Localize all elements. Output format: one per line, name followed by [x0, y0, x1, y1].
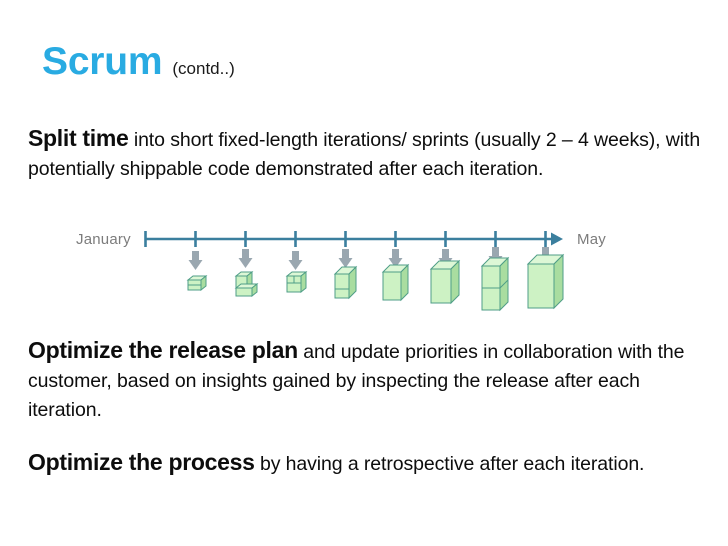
timeline-graphic — [144, 231, 565, 312]
paragraph-body: by having a retrospective after each ite… — [254, 453, 645, 475]
title-main-text: Scrum — [42, 40, 163, 83]
paragraph-split-time: Split time into short fixed-length itera… — [28, 124, 704, 184]
paragraph-body: into short fixed-length iterations/ spri… — [28, 129, 701, 180]
increment-cube — [526, 253, 565, 310]
down-arrow-icon — [338, 249, 353, 268]
paragraph-lead: Optimize the process — [28, 449, 255, 475]
increment-cube — [480, 256, 510, 312]
increment-cube-group — [186, 253, 565, 312]
paragraph-optimize-process: Optimize the process by having a retrosp… — [28, 448, 704, 479]
page-title: Scrum (contd..) — [42, 42, 235, 81]
increment-cube — [186, 274, 208, 292]
increment-cube — [381, 263, 410, 302]
paragraph-lead: Optimize the release plan — [28, 337, 298, 363]
paragraph-optimize-release-plan: Optimize the release plan and update pri… — [28, 336, 704, 425]
timeline-start-label: January — [76, 231, 131, 248]
increment-cube — [333, 265, 358, 300]
down-arrow-icon — [188, 251, 203, 270]
timeline-axis — [144, 231, 563, 247]
timeline-end-label: May — [577, 231, 606, 248]
title-sub-text: (contd..) — [172, 59, 235, 78]
increment-cube — [429, 259, 461, 305]
down-arrow-icon — [238, 249, 253, 268]
iteration-timeline-diagram: January May — [0, 218, 728, 323]
down-arrow-icon — [288, 251, 303, 270]
down-arrow-icon — [388, 249, 403, 268]
increment-cube — [285, 270, 308, 294]
increment-cube — [234, 270, 259, 298]
paragraph-body: and update priorities in collaboration w… — [28, 341, 685, 421]
paragraph-lead: Split time — [28, 125, 129, 151]
